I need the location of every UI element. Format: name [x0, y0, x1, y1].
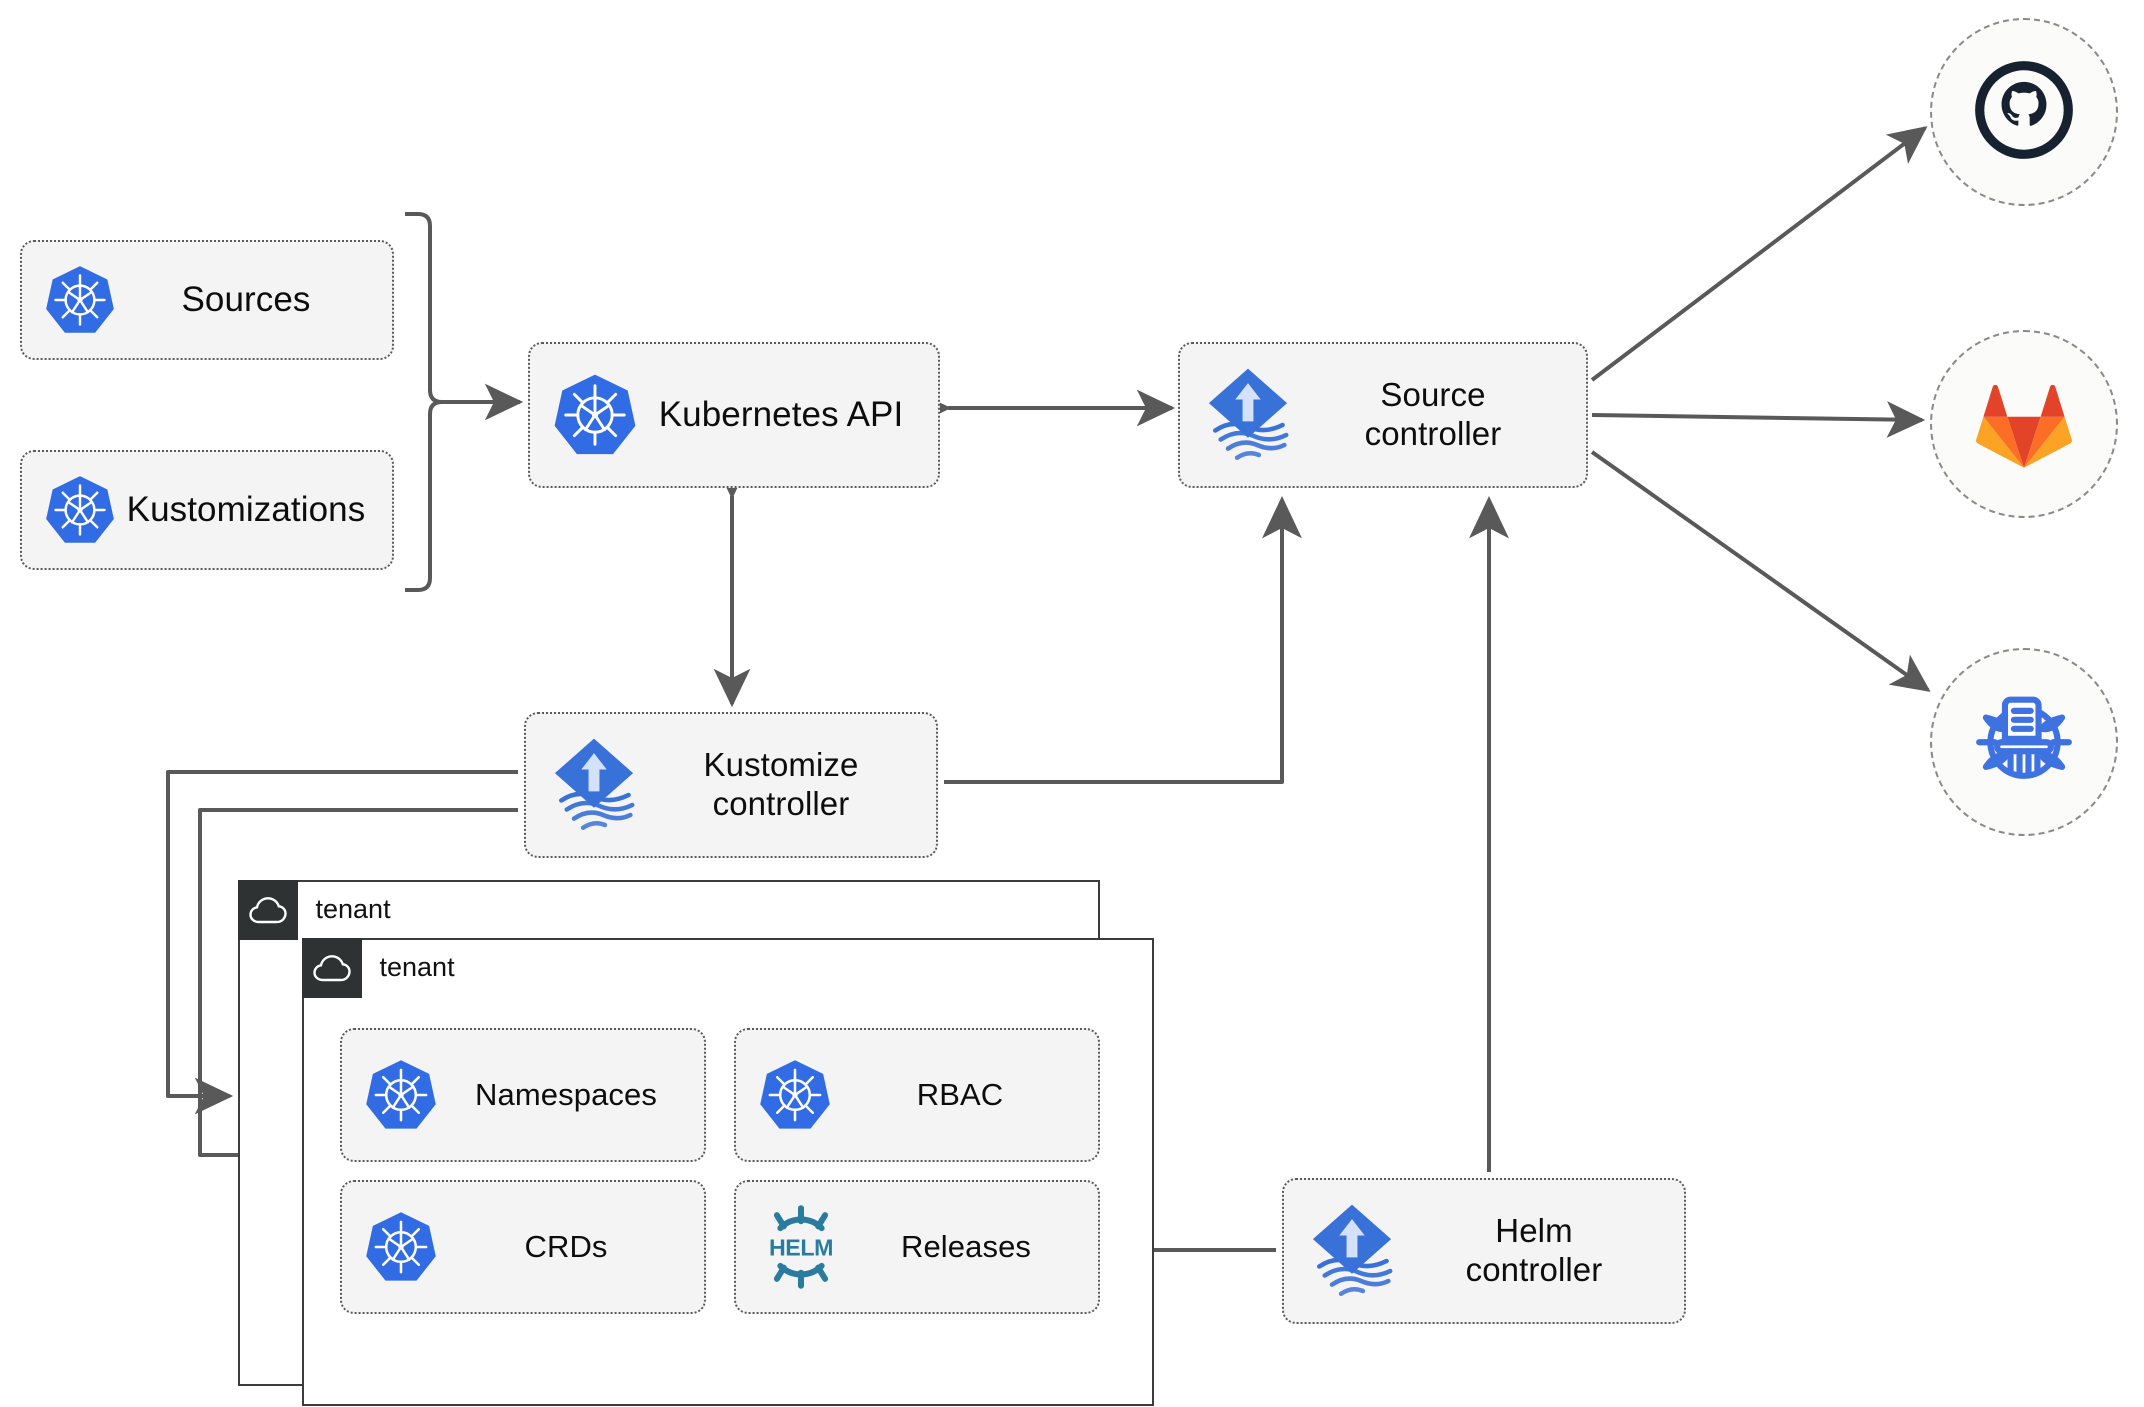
tenant-label-2: tenant — [361, 952, 455, 983]
node-rbac[interactable]: RBAC — [734, 1028, 1100, 1162]
node-source-controller[interactable]: Source controller — [1178, 342, 1588, 488]
tenant-tab-2: tenant — [301, 937, 455, 998]
svg-text:HELM: HELM — [769, 1235, 833, 1261]
kubernetes-icon — [552, 372, 638, 458]
node-label: Namespaces — [475, 1076, 657, 1112]
node-namespaces[interactable]: Namespaces — [340, 1028, 706, 1162]
edge-kustomizectl-sourcectl — [944, 496, 1303, 784]
node-sources[interactable]: Sources — [20, 240, 394, 360]
node-label: Source controller — [1364, 376, 1502, 452]
edge-sourcectl-oci — [1590, 450, 1931, 692]
edge-sourcectl-github — [1590, 126, 1928, 382]
cloud-icon — [301, 937, 362, 998]
helm-icon: HELM — [758, 1204, 844, 1290]
kubernetes-icon — [44, 474, 116, 546]
node-helm-controller[interactable]: Helm controller — [1282, 1178, 1686, 1324]
tenant-label-1: tenant — [297, 894, 391, 925]
node-label: CRDs — [524, 1228, 608, 1264]
node-kustomizations[interactable]: Kustomizations — [20, 450, 394, 570]
node-label: Releases — [900, 1228, 1032, 1264]
node-label: RBAC — [916, 1076, 1004, 1112]
node-releases[interactable]: HELM Releases — [734, 1180, 1100, 1314]
flux-icon — [1306, 1201, 1398, 1301]
external-source-oci-registry[interactable] — [1930, 648, 2118, 836]
group-brace — [405, 212, 444, 592]
kubernetes-icon — [758, 1058, 832, 1132]
external-source-github[interactable] — [1930, 18, 2118, 206]
node-label: Kubernetes API — [658, 395, 904, 435]
flux-icon — [548, 735, 640, 835]
kubernetes-icon — [44, 264, 116, 336]
gitlab-icon — [1972, 372, 2076, 477]
kubernetes-icon — [364, 1058, 438, 1132]
tenant-tab-1: tenant — [237, 879, 391, 940]
external-source-gitlab[interactable] — [1930, 330, 2118, 518]
helm-oci-icon — [1968, 684, 2080, 801]
cloud-icon — [237, 879, 298, 940]
node-crds[interactable]: CRDs — [340, 1180, 706, 1314]
node-label: Helm controller — [1465, 1212, 1603, 1288]
github-icon — [1970, 56, 2078, 169]
node-label: Sources — [181, 280, 311, 320]
flux-icon — [1202, 365, 1294, 465]
node-kubernetes-api[interactable]: Kubernetes API — [528, 342, 940, 488]
edge-sourcectl-gitlab — [1591, 401, 1926, 438]
kubernetes-icon — [364, 1210, 438, 1284]
node-label: Kustomize controller — [703, 746, 859, 822]
node-kustomize-controller[interactable]: Kustomize controller — [524, 712, 938, 858]
node-label: Kustomizations — [126, 490, 366, 530]
tenant-container-2: tenant — [301, 937, 1154, 1406]
